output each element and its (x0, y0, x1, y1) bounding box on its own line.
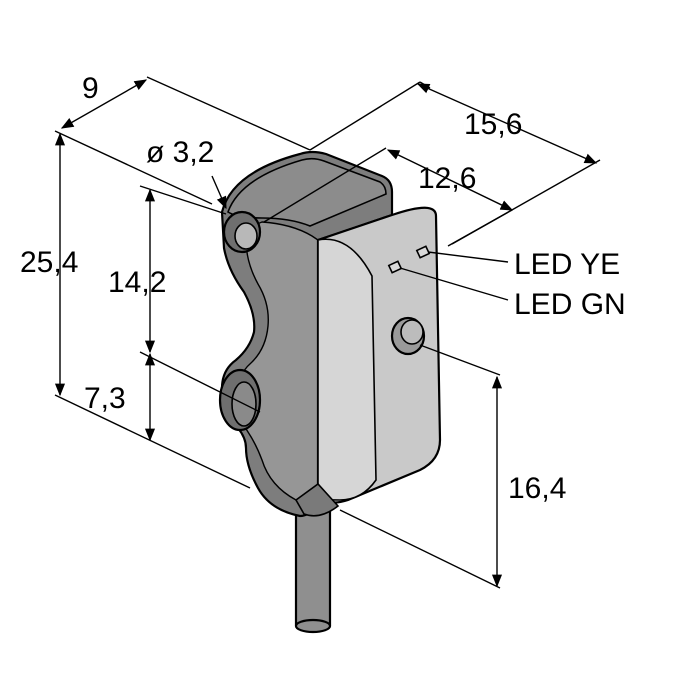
housing-bottom (294, 482, 340, 517)
led-gn-indicator (387, 260, 403, 274)
cable (294, 504, 332, 634)
dim-hole-spacing: 14,2 (108, 266, 166, 299)
label-led-gn: LED GN (514, 288, 626, 321)
dim-depth-total: 15,6 (464, 108, 522, 141)
housing-top (227, 157, 387, 227)
dim-led-height: 16,4 (508, 472, 566, 505)
mounting-hole-top (222, 210, 262, 254)
dim-hole-bottom: 7,3 (84, 382, 126, 415)
dim-hole-diameter: ø 3,2 (146, 136, 214, 169)
front-face-bevel (317, 238, 377, 501)
sensor-housing (218, 150, 442, 634)
dim-height-total: 25,4 (20, 246, 78, 279)
dim-depth-front: 12,6 (418, 162, 476, 195)
teach-button (390, 316, 426, 356)
led-ye-indicator (415, 245, 431, 259)
dimension-labels: 9 ø 3,2 15,6 12,6 25,4 14,2 7,3 16,4 LED… (20, 72, 626, 505)
label-led-ye: LED YE (514, 248, 620, 281)
mounting-hole-bottom (218, 368, 262, 432)
dimension-lines (54, 76, 601, 589)
dim-width-top: 9 (82, 72, 99, 105)
